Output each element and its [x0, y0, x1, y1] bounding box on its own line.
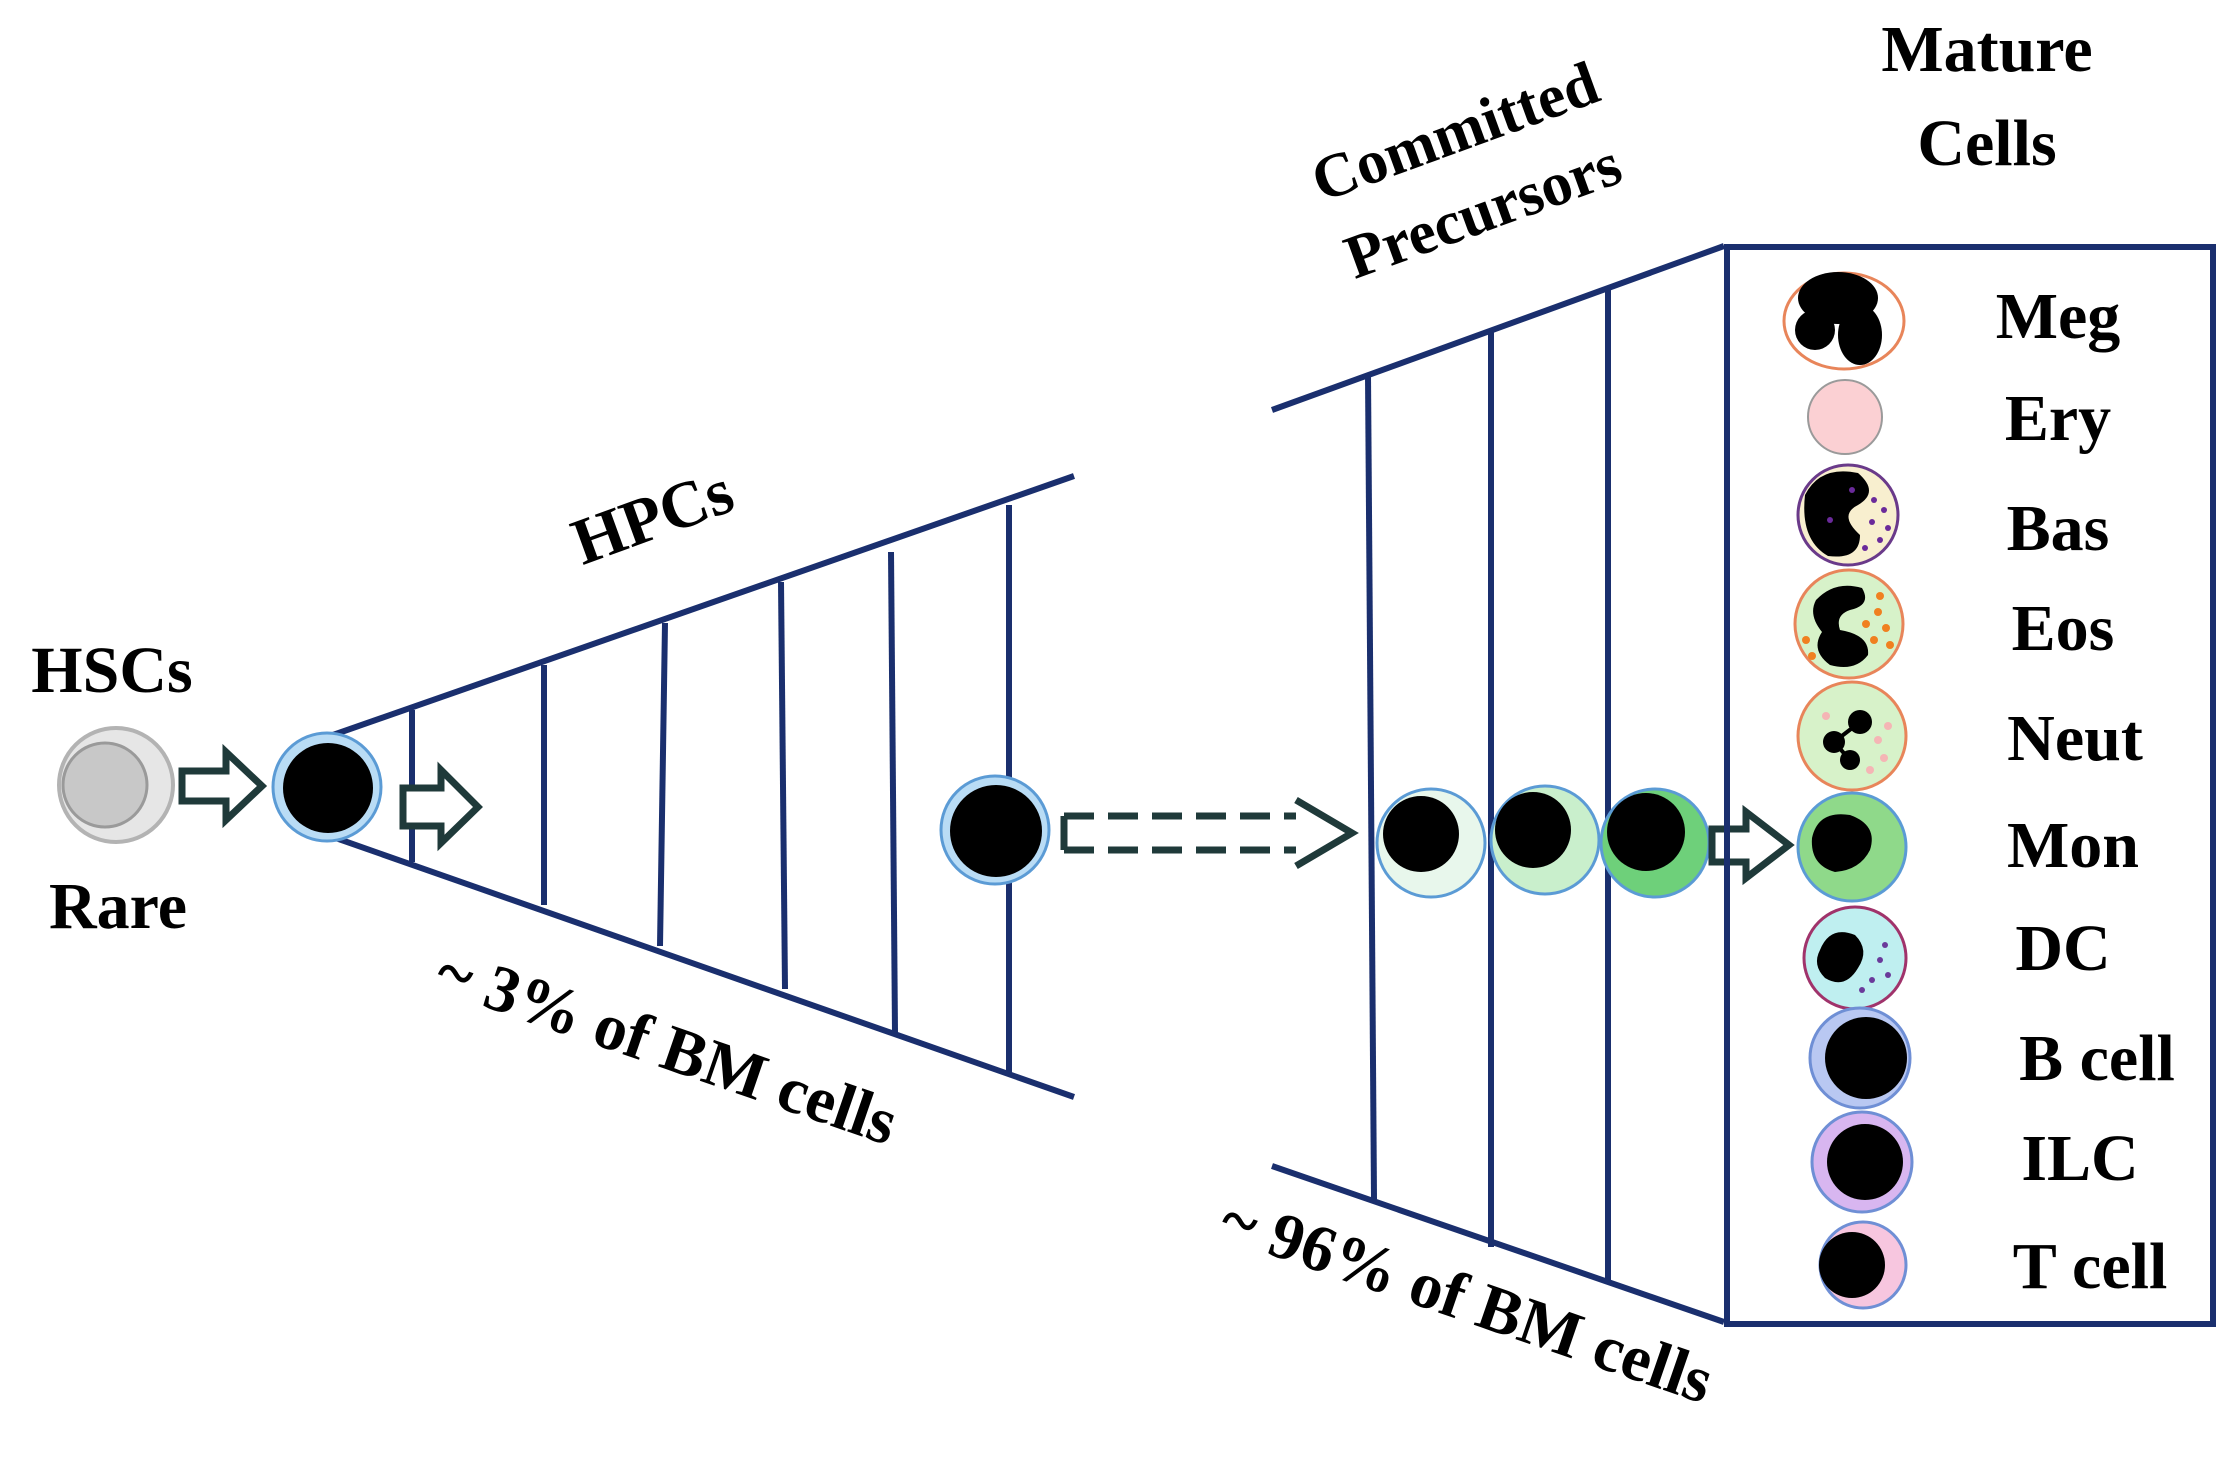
erythrocyte-icon — [1807, 379, 1883, 455]
committed-cell-3-icon — [1599, 787, 1711, 899]
mature-cell-label-bas: Bas — [2007, 492, 2110, 565]
arrow-hsc-to-hpc-icon — [178, 743, 268, 829]
t-cell-icon — [1818, 1220, 1908, 1310]
hpc-percent-label: ~ 3% of BM cells — [427, 934, 906, 1160]
mature-cell-label-neut: Neut — [2007, 702, 2143, 775]
megakaryocyte-icon — [1782, 271, 1906, 371]
eosinophil-icon — [1793, 568, 1905, 680]
mature-label-line1: Mature — [1881, 13, 2092, 86]
mature-cell-label-ery: Ery — [2005, 382, 2111, 455]
mature-cell-label-mon: Mon — [2007, 809, 2139, 882]
late-hpc-cell-icon — [939, 774, 1051, 886]
committed-percent-label: ~ 96% of BM cells — [1212, 1181, 1722, 1418]
neutrophil-icon — [1796, 680, 1908, 792]
hscs-label: HSCs — [31, 634, 192, 707]
mature-cell-label-t-cell: T cell — [2013, 1230, 2168, 1303]
mature-cell-label-eos: Eos — [2012, 592, 2115, 665]
dashed-arrow-icon — [1060, 796, 1359, 870]
mature-cell-label-meg: Meg — [1996, 280, 2121, 353]
b-cell-icon — [1808, 1006, 1912, 1110]
committed-funnel — [1270, 243, 1726, 1325]
arrow-to-mature-icon — [1708, 804, 1795, 886]
mature-label-line2: Cells — [1917, 107, 2056, 180]
ilc-icon — [1810, 1110, 1914, 1214]
mature-cell-label-dc: DC — [2015, 912, 2110, 985]
mature-cells-box — [1724, 244, 2216, 1327]
hpcs-label: HPCs — [563, 454, 743, 579]
hsc-cell-icon — [57, 726, 175, 844]
committed-cell-1-icon — [1375, 787, 1487, 899]
monocyte-icon — [1796, 791, 1908, 903]
rare-label: Rare — [49, 870, 187, 943]
arrow-inside-hpc-icon — [399, 761, 483, 852]
mature-cell-label-b-cell: B cell — [2019, 1022, 2175, 1095]
dendritic-cell-icon — [1802, 905, 1908, 1011]
committed-cell-2-icon — [1489, 784, 1601, 896]
mature-cell-label-ilc: ILC — [2021, 1122, 2138, 1195]
hpc-cell-icon — [271, 731, 383, 843]
basophil-icon — [1796, 463, 1900, 567]
